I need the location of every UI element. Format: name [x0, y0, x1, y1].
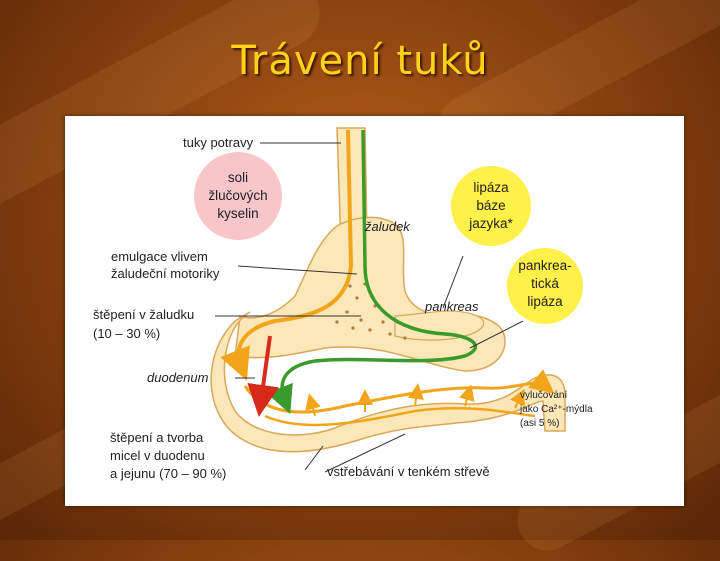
bile-salts-line-1: soli	[228, 170, 248, 185]
label-absorption: vstřebávání v tenkém střevě	[327, 464, 490, 479]
label-cleavage-micelles-3: a jejunu (70 – 90 %)	[110, 466, 226, 481]
label-emulsification-2: žaludeční motoriky	[111, 266, 220, 281]
bile-salts-line-3: kyselin	[217, 206, 258, 221]
label-dietary-fats: tuky potravy	[183, 135, 254, 150]
slide-title: Trávení tuků	[231, 38, 489, 84]
label-stomach: žaludek	[364, 219, 411, 234]
label-duodenum: duodenum	[147, 370, 209, 385]
lingual-lipase-circle: lipáza báze jazyka*	[451, 166, 531, 246]
bile-path-arrow	[266, 129, 478, 415]
label-gastric-cleavage-1: štěpení v žaludku	[93, 307, 194, 322]
label-emulsification-1: emulgace vlivem	[111, 249, 208, 264]
label-excretion-3: (asi 5 %)	[520, 418, 559, 429]
pancreatic-lipase-circle: pankrea- tická lipáza	[507, 248, 583, 324]
lingual-lipase-line-1: lipáza	[473, 180, 509, 195]
duodenum	[210, 311, 566, 453]
pancreatic-lipase-line-1: pankrea-	[518, 258, 571, 273]
lingual-lipase-line-2: báze	[476, 198, 505, 213]
label-cleavage-micelles-2: micel v duodenu	[110, 448, 205, 463]
label-cleavage-micelles-1: štěpení a tvorba	[110, 430, 204, 445]
duodenum-red-arrow	[247, 335, 280, 417]
fat-digestion-diagram: soli žlučových kyselin lipáza báze jazyk…	[65, 116, 684, 506]
bile-salts-circle: soli žlučových kyselin	[194, 152, 282, 240]
pancreatic-lipase-line-2: tická	[531, 276, 559, 291]
label-gastric-cleavage-2: (10 – 30 %)	[93, 326, 160, 341]
label-excretion-2: jako Ca²⁺-mýdla	[519, 404, 593, 415]
label-excretion-1: vylučování	[520, 390, 567, 401]
label-pancreas: pankreas	[424, 299, 479, 314]
pancreas	[394, 310, 485, 341]
bile-salts-line-2: žlučových	[208, 188, 267, 203]
fat-path-arrow	[220, 129, 354, 381]
lingual-lipase-line-3: jazyka*	[468, 216, 513, 231]
pancreatic-lipase-line-3: lipáza	[527, 294, 563, 309]
